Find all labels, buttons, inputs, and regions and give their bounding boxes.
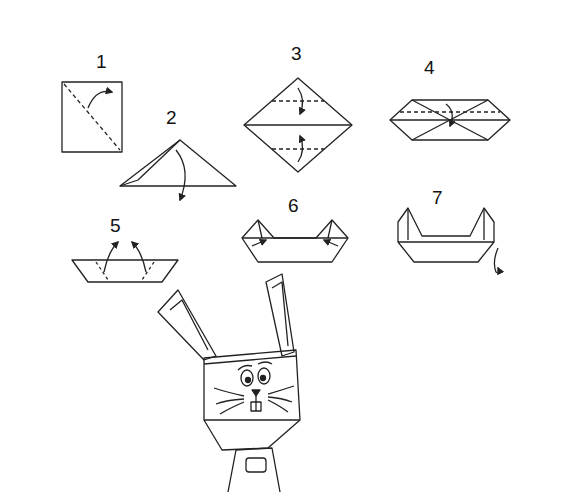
step-number: 2 xyxy=(166,108,177,127)
step-3-diamond xyxy=(244,78,352,172)
step-number: 5 xyxy=(110,216,121,235)
step-5-trapezoid xyxy=(72,242,178,282)
step-6-ears xyxy=(242,220,348,262)
step-4-fold xyxy=(390,100,510,140)
step-2-triangle xyxy=(120,140,236,200)
step-number: 3 xyxy=(291,44,302,63)
step-number: 1 xyxy=(96,52,107,71)
bunny-puppet xyxy=(158,274,300,492)
step-1-square xyxy=(62,82,122,152)
step-number: 6 xyxy=(288,196,299,215)
step-number: 7 xyxy=(432,188,443,207)
step-number: 4 xyxy=(424,58,435,77)
step-7-ears xyxy=(398,208,500,273)
